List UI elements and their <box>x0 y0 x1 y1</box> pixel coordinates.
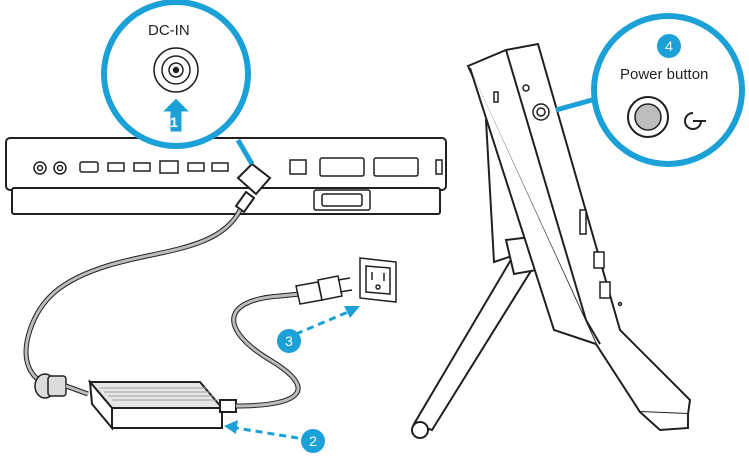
device-side-view <box>411 42 692 439</box>
step-4-badge: 4 <box>657 34 681 58</box>
dc-plug <box>234 162 272 214</box>
step-1-badge: 1 <box>170 114 178 130</box>
side-ports <box>493 84 623 307</box>
wall-outlet-icon <box>359 257 397 303</box>
arrow-to-outlet <box>295 306 360 336</box>
dc-in-label: DC-IN <box>148 22 190 39</box>
dc-in-callout <box>101 0 255 166</box>
step-2-badge: 2 <box>301 429 325 453</box>
power-adapter <box>87 378 237 431</box>
cable-ferrite <box>34 373 67 399</box>
dc-in-connector-icon <box>153 47 199 93</box>
power-button-label: Power button <box>620 66 709 83</box>
power-button-icon <box>627 96 669 138</box>
power-button-callout <box>555 13 745 167</box>
dc-cable <box>23 208 243 388</box>
arrow-to-adapter <box>224 420 299 440</box>
rear-ports <box>33 157 443 211</box>
step-3-badge: 3 <box>277 329 301 353</box>
power-symbol-icon <box>684 112 706 130</box>
power-plug-icon <box>295 275 353 305</box>
insert-arrow-icon <box>160 97 192 133</box>
